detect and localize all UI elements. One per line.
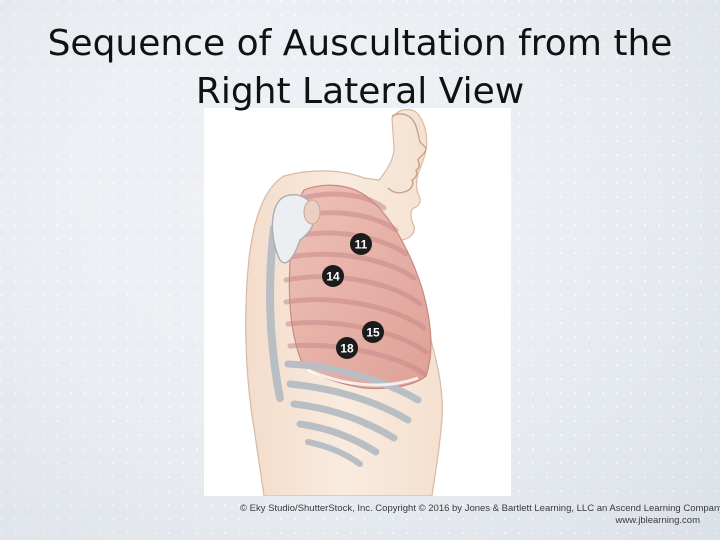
auscultation-marker-18: 18 — [336, 337, 358, 359]
marker-label-14: 14 — [326, 270, 340, 284]
diaphragm-line — [307, 368, 419, 387]
face-profile — [387, 113, 427, 194]
auscultation-marker-14: 14 — [322, 265, 344, 287]
copyright-credit: © Eky Studio/ShutterStock, Inc. Copyrigh… — [240, 503, 720, 527]
slide-title-line-1: Sequence of Auscultation from the — [47, 23, 673, 64]
copyright-line: © Eky Studio/ShutterStock, Inc. Copyrigh… — [240, 503, 720, 514]
shoulder-joint — [303, 199, 321, 225]
anatomy-illustration: 11 14 15 18 — [204, 108, 511, 496]
marker-label-18: 18 — [340, 342, 354, 356]
auscultation-marker-11: 11 — [350, 233, 372, 255]
slide-title: Sequence of Auscultation from the Right … — [0, 20, 720, 116]
marker-label-15: 15 — [366, 326, 380, 340]
website-line: www.jblearning.com — [615, 515, 700, 526]
rib-cage — [266, 191, 429, 467]
marker-label-11: 11 — [355, 238, 368, 252]
auscultation-marker-15: 15 — [362, 321, 384, 343]
torso-lateral-view-graphic: 11 14 15 18 — [245, 108, 443, 496]
slide-title-line-2: Right Lateral View — [195, 71, 525, 112]
